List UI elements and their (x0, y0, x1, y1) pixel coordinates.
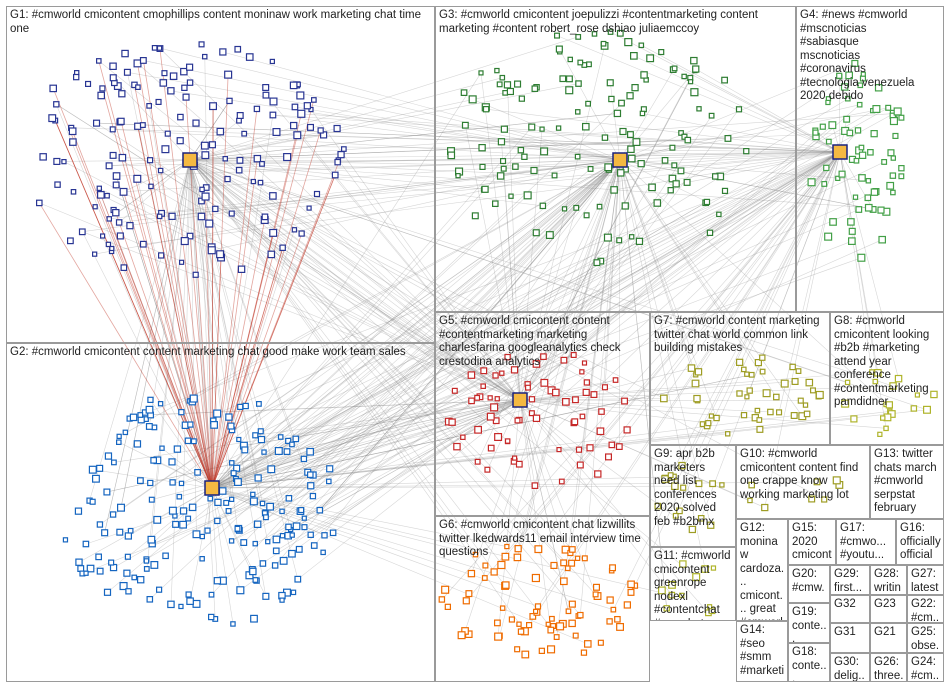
group-box-g2[interactable]: G2: #cmworld cmicontent content marketin… (6, 343, 435, 682)
group-box-g1[interactable]: G1: #cmworld cmicontent cmophillips cont… (6, 6, 435, 343)
group-label: G11: #cmworld cmicontent greenrope nodex… (654, 550, 733, 621)
group-label: G24: #cm... (911, 656, 941, 682)
group-box-g6[interactable]: G6: #cmworld cmicontent chat lizwillits … (435, 516, 650, 682)
group-box-g31[interactable]: G31 (830, 623, 870, 653)
group-box-g17[interactable]: G17: #cmwo... #youtu... (836, 519, 896, 565)
group-label: G1: #cmworld cmicontent cmophillips cont… (10, 9, 432, 36)
group-label: G10: #cmworld cmicontent content find on… (740, 448, 867, 502)
group-box-g5[interactable]: G5: #cmworld cmicontent content #content… (435, 312, 650, 516)
group-box-g32[interactable]: G32 (830, 595, 870, 623)
group-label: G20: #cmw... (792, 568, 827, 603)
group-box-g11[interactable]: G11: #cmworld cmicontent greenrope nodex… (650, 547, 736, 621)
group-box-g27[interactable]: G27: latest... (907, 565, 944, 595)
group-label: G18: conte... (792, 646, 827, 682)
group-box-g18[interactable]: G18: conte... (788, 643, 830, 682)
group-label: G17: #cmwo... #youtu... (840, 522, 893, 563)
group-label: G14: #seo #smm #marketi... (740, 624, 785, 682)
group-label: G27: latest... (911, 568, 941, 595)
group-label: G15: 2020 cmicontent #cmworld... (792, 522, 833, 565)
group-box-g23[interactable]: G23 (870, 595, 907, 623)
group-label: G2: #cmworld cmicontent content marketin… (10, 346, 432, 360)
group-box-g12[interactable]: G12: moninaw cardoza... cmicont... great… (736, 519, 788, 621)
group-box-g10[interactable]: G10: #cmworld cmicontent content find on… (736, 445, 870, 519)
group-label: G30: delig... (834, 656, 867, 682)
group-label: G12: moninaw cardoza... cmicont... great… (740, 522, 785, 621)
group-label: G5: #cmworld cmicontent content #content… (439, 315, 647, 369)
group-label: G8: #cmworld cmicontent looking #b2b #ma… (834, 315, 941, 410)
group-label: G3: #cmworld cmicontent joepulizzi #cont… (439, 9, 793, 36)
group-box-g16[interactable]: G16: officially official (896, 519, 944, 565)
group-box-g20[interactable]: G20: #cmw... (788, 565, 830, 603)
group-label: G28: writin... (874, 568, 904, 595)
group-box-g21[interactable]: G21 (870, 623, 907, 653)
group-label: G29: first... (834, 568, 867, 595)
group-box-g8[interactable]: G8: #cmworld cmicontent looking #b2b #ma… (830, 312, 944, 445)
group-label: G4: #news #cmworld #mscnoticias #sabiasq… (800, 9, 918, 104)
group-box-g9[interactable]: G9: apr b2b marketers need list conferen… (650, 445, 736, 547)
group-box-g29[interactable]: G29: first... (830, 565, 870, 595)
group-label: G19: conte... (792, 606, 827, 643)
group-label: G22: #cm... (911, 598, 941, 623)
group-box-g28[interactable]: G28: writin... (870, 565, 907, 595)
group-label: G32 (834, 598, 867, 612)
group-label: G23 (874, 598, 904, 612)
group-label: G16: officially official (900, 522, 941, 563)
group-box-g15[interactable]: G15: 2020 cmicontent #cmworld... (788, 519, 836, 565)
group-box-g22[interactable]: G22: #cm... (907, 595, 944, 623)
group-box-g7[interactable]: G7: #cmworld content marketing twitter c… (650, 312, 830, 445)
group-box-g26[interactable]: G26: three... (870, 653, 907, 682)
group-label: G21 (874, 626, 904, 640)
group-label: G31 (834, 626, 867, 640)
group-label: G6: #cmworld cmicontent chat lizwillits … (439, 519, 647, 560)
group-box-g13[interactable]: G13: twitter chats march #cmworld serpst… (870, 445, 944, 519)
group-label: G7: #cmworld content marketing twitter c… (654, 315, 827, 356)
group-box-g4[interactable]: G4: #news #cmworld #mscnoticias #sabiasq… (796, 6, 944, 312)
group-box-g30[interactable]: G30: delig... (830, 653, 870, 682)
group-box-g19[interactable]: G19: conte... (788, 603, 830, 643)
group-box-g25[interactable]: G25: obse... (907, 623, 944, 653)
group-label: G26: three... (874, 656, 904, 682)
group-box-g3[interactable]: G3: #cmworld cmicontent joepulizzi #cont… (435, 6, 796, 312)
group-label: G9: apr b2b marketers need list conferen… (654, 448, 733, 529)
group-label: G13: twitter chats march #cmworld serpst… (874, 448, 941, 516)
group-label: G25: obse... (911, 626, 941, 653)
group-box-g14[interactable]: G14: #seo #smm #marketi... (736, 621, 788, 682)
group-box-g24[interactable]: G24: #cm... (907, 653, 944, 682)
